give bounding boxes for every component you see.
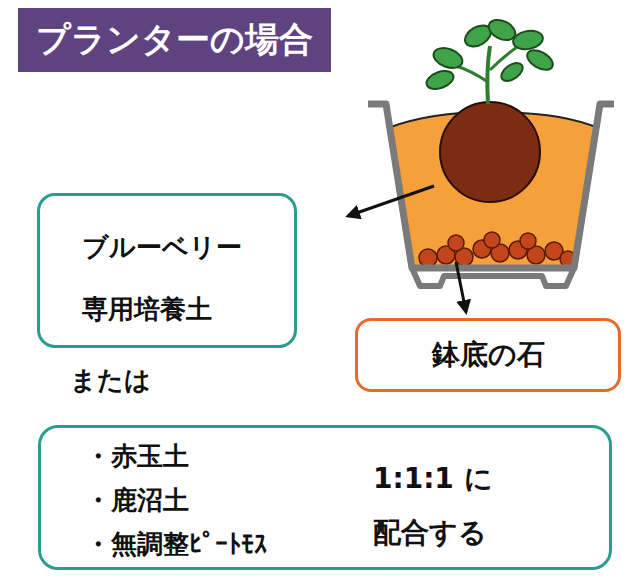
box-text: ・赤玉土 <box>85 438 189 474</box>
leader-arrow <box>348 186 434 216</box>
box-text: ブルーベリー 専用培養土 <box>82 216 257 340</box>
pot-stones <box>419 232 576 267</box>
box-text: 鉢底の石 <box>358 337 618 373</box>
box-text: ・鹿沼土 <box>85 482 189 518</box>
leader-arrow <box>456 262 466 312</box>
box-text: 1:1:1 に 配合する <box>373 452 508 560</box>
title-band: プランターの場合 <box>18 8 331 72</box>
mix-box: ・赤玉土・鹿沼土・無調整ﾋﾟｰﾄﾓｽ 1:1:1 に 配合する <box>38 425 612 570</box>
stone-box: 鉢底の石 <box>355 318 621 392</box>
root-ball <box>440 102 540 202</box>
pot-foot <box>412 268 574 286</box>
box-text: ・無調整ﾋﾟｰﾄﾓｽ <box>85 526 267 562</box>
plant <box>424 16 556 104</box>
note-label: または <box>70 362 151 398</box>
title-text: プランターの場合 <box>36 17 313 63</box>
soil-box: ブルーベリー 専用培養土 <box>37 193 297 348</box>
